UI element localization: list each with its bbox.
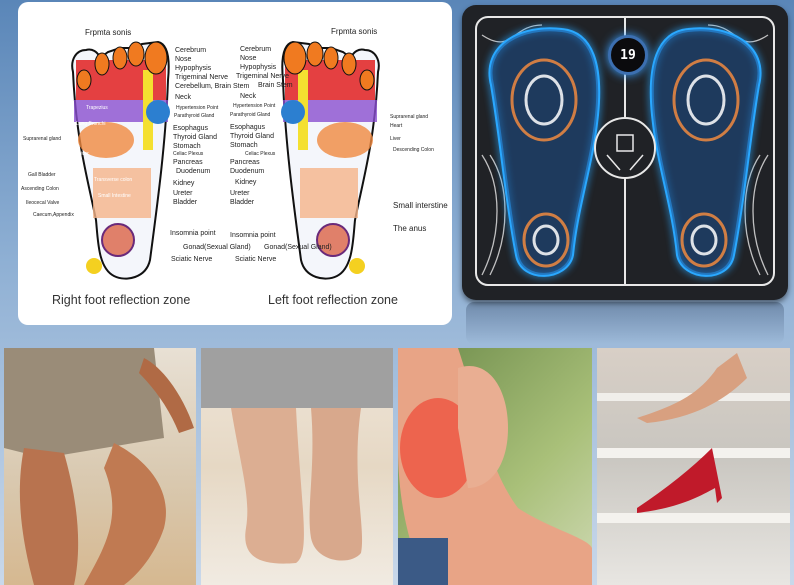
chart-label: Liver	[78, 151, 89, 157]
chart-label: Ascending Colon	[21, 186, 59, 192]
chart-label: Caecum,Appendix	[33, 212, 74, 218]
photo-swollen-feet	[201, 348, 393, 585]
chart-label: Kidney	[235, 179, 257, 186]
chart-label: Gall Bladder	[28, 172, 56, 178]
chart-label: Sciatic Nerve	[171, 256, 213, 263]
chart-label: Brain Stem	[258, 82, 293, 89]
chart-label: Pancreas	[230, 159, 260, 166]
chart-label: Ureter	[230, 190, 250, 197]
chart-label: Frpmta sonis	[85, 28, 132, 37]
chart-label: Bladder	[173, 199, 198, 206]
chart-label: Ureter	[173, 190, 193, 197]
chart-label: Celiac Plexus	[245, 151, 276, 157]
chart-label: Cerebellum, Brain Stem	[175, 83, 250, 90]
chart-label: Heart	[390, 123, 403, 129]
chart-label: Trigeminal Nerve	[236, 73, 290, 80]
chart-label: Hypertension Point	[176, 105, 219, 111]
chart-label: Gonad(Sexual Gland)	[183, 244, 251, 251]
chart-label: Frpmta sonis	[331, 27, 378, 36]
chart-label: Hypophysis	[240, 64, 277, 71]
chart-label: Small interstine	[393, 201, 448, 210]
chart-label: Trapezius	[86, 105, 108, 111]
chart-label: Trigeminal Nerve	[175, 74, 229, 81]
hands-feet-logo	[594, 117, 656, 179]
chart-label: Cerebrum	[175, 47, 207, 54]
chart-label: Parathyroid Gland	[230, 112, 271, 118]
chart-label: Cerebrum	[240, 46, 272, 53]
mat-display: 19	[608, 35, 648, 75]
chart-label: Insomnia point	[230, 232, 276, 239]
chart-label: Gonad(Sexual Gland)	[264, 244, 332, 251]
chart-label: Ileocecal Valve	[26, 200, 60, 206]
chart-label: Lung Bronchi	[76, 121, 106, 127]
chart-label: Stomach	[230, 142, 258, 149]
chart-label: Duodenum	[230, 168, 265, 175]
chart-label: Esophagus	[230, 124, 266, 131]
chart-label: Neck	[240, 93, 256, 100]
chart-label: Pancreas	[173, 159, 203, 166]
chart-label: Suprarenal gland	[23, 136, 62, 142]
chart-label: Thyroid Gland	[230, 133, 274, 140]
chart-label: Nose	[240, 55, 257, 62]
chart-label: Neck	[175, 94, 191, 101]
reflexology-chart: Frpmta sonis Cerebrum Nose Hypophysis Tr…	[18, 2, 452, 325]
chart-label: Kidney	[173, 180, 195, 187]
knee-pain-illustration	[4, 348, 194, 585]
chart-label: Celiac Plexus	[173, 151, 204, 157]
chart-label: Descending Colon	[393, 147, 434, 153]
photo-knee-pain	[4, 348, 196, 585]
chart-label: Transverse colon	[94, 177, 133, 183]
photo-ankle-pain	[398, 348, 592, 585]
ankle-pain-illustration	[398, 348, 592, 585]
chart-label: Duodenum	[176, 168, 211, 175]
right-foot-caption: Right foot reflection zone	[52, 293, 191, 307]
chart-label: Esophagus	[173, 125, 209, 132]
swollen-feet-illustration	[201, 348, 393, 564]
chart-label: Liver	[390, 136, 401, 142]
chart-label: Hypertension Point	[233, 103, 276, 109]
chart-label: Parathyroid Gland	[174, 113, 215, 119]
heel-pain-illustration	[597, 353, 790, 523]
chart-label: Thyroid Gland	[173, 134, 217, 141]
mat-pattern	[475, 16, 775, 286]
chart-label: Nose	[175, 56, 192, 63]
chart-label: Insomnia point	[170, 230, 216, 237]
chart-label: Hypophysis	[175, 65, 212, 72]
foot-massager-mat: 19	[462, 5, 788, 300]
chart-label: The anus	[393, 224, 427, 233]
chart-label: Bladder	[230, 199, 255, 206]
mat-reflection	[466, 302, 784, 344]
chart-label: Sciatic Nerve	[235, 256, 277, 263]
foot-diagrams	[71, 40, 380, 280]
chart-label: Small Intestine	[98, 193, 131, 199]
chart-label: Stomach	[173, 143, 201, 150]
left-foot-caption: Left foot reflection zone	[268, 293, 398, 307]
photo-heel-pain	[597, 348, 790, 585]
chart-label: Suprarenal gland	[390, 114, 429, 120]
